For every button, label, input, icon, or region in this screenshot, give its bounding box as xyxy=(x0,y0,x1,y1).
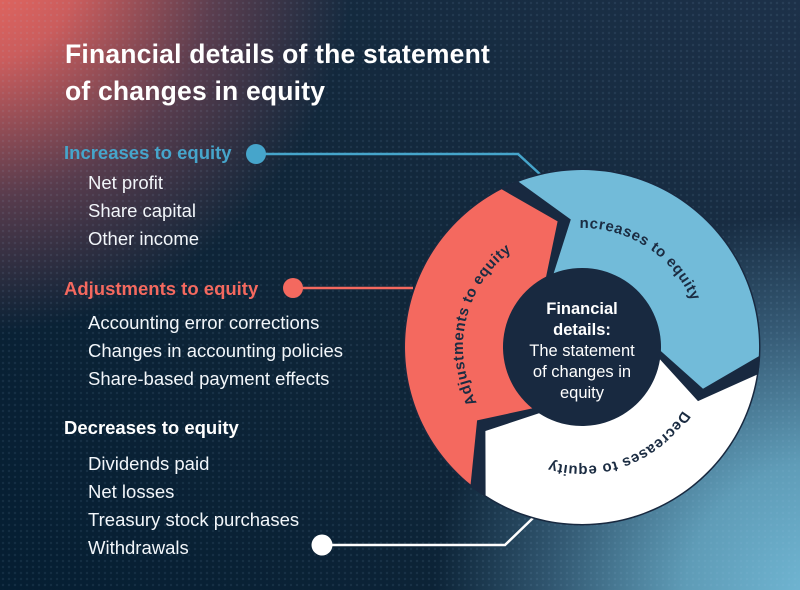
segment-decreases xyxy=(485,359,757,524)
list-item: Net losses xyxy=(88,481,175,502)
connector-decreases xyxy=(311,517,534,556)
list-item: Dividends paid xyxy=(88,453,210,474)
section-adjustments-heading: Adjustments to equity xyxy=(64,278,259,299)
center-text-line: The statement xyxy=(529,342,635,360)
center-title-line: Financial xyxy=(546,300,618,318)
page-title-line1: Financial details of the statement xyxy=(65,39,491,69)
section-adjustments-list: Accounting error corrections Changes in … xyxy=(64,309,343,393)
page-title: Financial details of the statement of ch… xyxy=(65,36,490,110)
section-adjustments: Adjustments to equity Accounting error c… xyxy=(64,277,343,393)
connector-dot-adjustments xyxy=(283,278,303,298)
section-increases: Increases to equity Net profit Share cap… xyxy=(64,141,232,253)
list-item: Net profit xyxy=(88,172,164,193)
section-increases-heading: Increases to equity xyxy=(64,142,232,163)
segment-adjustments xyxy=(405,189,558,485)
center-text-line: of changes in xyxy=(532,363,632,381)
segment-increases xyxy=(518,170,760,389)
list-item: Accounting error corrections xyxy=(88,312,320,333)
section-decreases: Decreases to equity Dividends paid Net l… xyxy=(64,416,299,562)
connector-increases xyxy=(246,144,543,177)
connector-adjustments xyxy=(283,278,413,298)
section-decreases-heading: Decreases to equity xyxy=(64,417,239,438)
list-item: Other income xyxy=(88,228,200,249)
page-title-line2: of changes in equity xyxy=(65,76,326,106)
list-item: Withdrawals xyxy=(88,537,189,558)
list-item: Changes in accounting policies xyxy=(88,340,344,361)
connector-dot-increases xyxy=(246,144,266,164)
diagram-center-label: Financial details: The statement of chan… xyxy=(497,299,667,404)
section-increases-list: Net profit Share capital Other income xyxy=(64,169,232,253)
list-item: Share-based payment effects xyxy=(88,368,330,389)
list-item: Share capital xyxy=(88,200,196,221)
center-text-line: equity xyxy=(559,384,605,402)
center-title-line: details: xyxy=(553,321,611,339)
connector-dot-decreases xyxy=(311,534,333,556)
section-decreases-list: Dividends paid Net losses Treasury stock… xyxy=(64,450,299,562)
list-item: Treasury stock purchases xyxy=(88,509,300,530)
